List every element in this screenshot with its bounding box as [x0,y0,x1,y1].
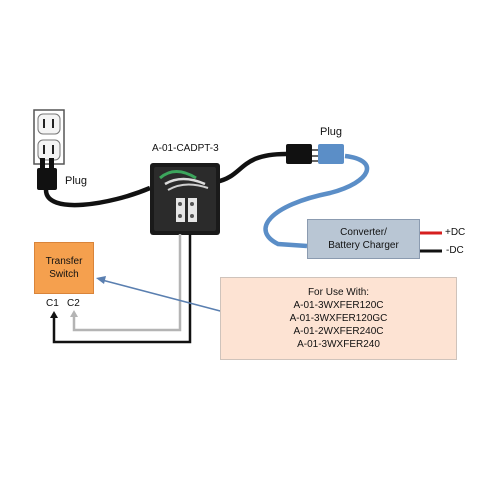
transfer-switch-label-line1: Transfer [45,256,83,267]
converter-label-line1: Converter/ [340,227,387,238]
blue-cord [263,153,370,249]
transfer-switch-label-line2: Switch [49,269,79,280]
c1-label: C1 [46,298,59,309]
converter-label-line2: Battery Charger [328,240,399,251]
c1-wire [52,234,192,344]
power-cord [43,185,151,208]
adapter-label: A-01-CADPT-3 [152,143,219,154]
outlet-plug-label: Plug [65,175,88,187]
usage-note-model: A-01-3WXFER120GC [289,313,388,324]
wall-outlet [33,109,65,165]
cord-plug-label: Plug [320,126,343,138]
usage-note-model: A-01-3WXFER240 [297,339,380,350]
usage-note-box: For Use With: A-01-3WXFER120C A-01-3WXFE… [220,277,457,360]
pointer-line [101,279,225,313]
c2-label: C2 [67,298,80,309]
dc-positive-label: +DC [445,227,466,238]
transfer-switch-box: Transfer Switch [34,242,94,294]
outlet-plug [37,158,57,190]
dc-negative-label: -DC [446,245,464,256]
c2-wire [72,234,182,332]
usage-note-model: A-01-3WXFER120C [293,300,384,311]
pointer-arrowhead [96,276,106,284]
usage-note-model: A-01-2WXFER240C [293,326,384,337]
adapter-output-cord [215,151,287,185]
converter-box: Converter/ Battery Charger [307,219,420,259]
plug-connector [286,144,344,164]
adapter-box [150,163,220,235]
usage-note-heading: For Use With: [307,287,370,298]
